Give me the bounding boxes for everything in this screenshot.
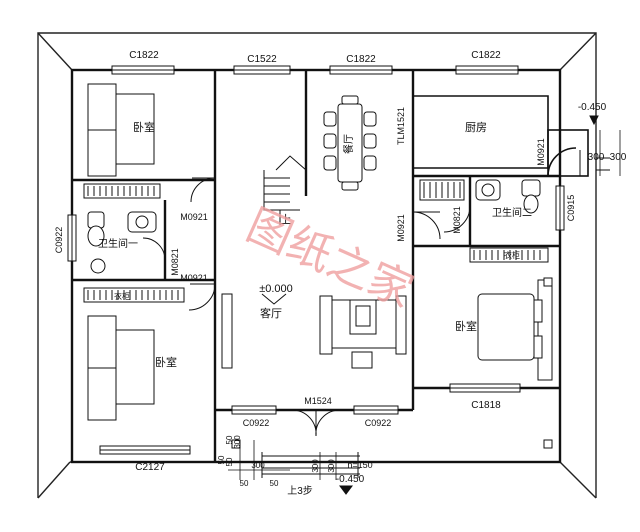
dim-bottom-300-b: 300 xyxy=(311,459,320,473)
dimension-lines xyxy=(228,130,621,480)
dim-left-50-a: 50 xyxy=(225,435,234,444)
right-step-level: -0.450 xyxy=(578,102,607,113)
front-steps xyxy=(231,150,610,478)
walls xyxy=(70,68,562,464)
room-label-bedroom-top-left: 卧室 xyxy=(133,120,155,134)
window-label-bottom-left: C2127 xyxy=(135,462,165,473)
room-label-bathroom-two: 卫生间二 xyxy=(492,206,532,219)
room-label-living: 客厅 xyxy=(260,306,282,320)
wardrobe-label-left-upper: 衣柜 xyxy=(114,291,130,301)
level-markers xyxy=(261,115,599,495)
door-label-entry: M1524 xyxy=(304,396,332,406)
door-label-kitchen-side: M0921 xyxy=(536,138,546,166)
window-marks xyxy=(67,65,565,455)
door-label-kitchen-opening: TLM1521 xyxy=(396,107,406,145)
window-label-top-right: C1822 xyxy=(471,50,501,61)
dim-bottom-300-c: 300 xyxy=(327,459,336,473)
stair xyxy=(263,155,307,225)
dim-left-50-b: 50 xyxy=(225,457,234,466)
floor-level: ±0.000 xyxy=(259,283,293,295)
bathroom-fixtures xyxy=(87,179,541,274)
window-label-front-left: C0922 xyxy=(243,418,270,428)
kitchen-walls xyxy=(413,95,589,177)
wardrobe-label-right: 衣柜 xyxy=(504,250,520,260)
dining-table xyxy=(323,95,377,191)
dim-bottom-50-b: 50 xyxy=(270,479,279,488)
room-label-dining: 餐厅 xyxy=(342,134,355,154)
door-swings xyxy=(142,177,471,437)
room-label-bedroom-right: 卧室 xyxy=(455,319,477,333)
dim-left-300: 300 xyxy=(233,435,242,449)
room-label-bathroom-one: 卫生间一 xyxy=(98,237,138,250)
window-label-top-left: C1822 xyxy=(129,50,159,61)
dim-right-300-b: 300 xyxy=(610,152,627,163)
living-furniture xyxy=(221,293,407,369)
door-label-bath1-left: M0821 xyxy=(170,248,180,276)
wardrobes xyxy=(83,179,549,303)
dim-right-300-a: 300 xyxy=(588,152,605,163)
door-label-bedroom1: M0921 xyxy=(180,212,208,222)
bottom-step-level: -0.450 xyxy=(336,474,365,485)
door-label-bath2: M0821 xyxy=(452,206,462,234)
door-label-bedroom2: M0921 xyxy=(180,273,208,283)
stair-up-label: 上 xyxy=(281,213,292,226)
dim-left-50-c: 50 xyxy=(217,455,226,464)
door-label-living-right: M0921 xyxy=(396,214,406,242)
room-label-bedroom-bottom-left: 卧室 xyxy=(155,355,177,369)
window-label-top-center: C1822 xyxy=(346,54,376,65)
dim-steps: 上3步 xyxy=(287,485,313,497)
bedroom-beds xyxy=(87,83,553,421)
window-label-left-side: C0922 xyxy=(54,227,64,254)
room-label-kitchen: 厨房 xyxy=(465,121,487,134)
dim-bottom-300-a: 300 xyxy=(251,461,265,470)
window-label-right-small: C0915 xyxy=(566,195,576,222)
window-label-top-mid: C1522 xyxy=(247,54,277,65)
dim-bottom-50-a: 50 xyxy=(240,479,249,488)
window-label-front-right: C0922 xyxy=(365,418,392,428)
dim-h150: h=150 xyxy=(347,460,372,470)
window-label-bottom-right: C1818 xyxy=(471,400,501,411)
